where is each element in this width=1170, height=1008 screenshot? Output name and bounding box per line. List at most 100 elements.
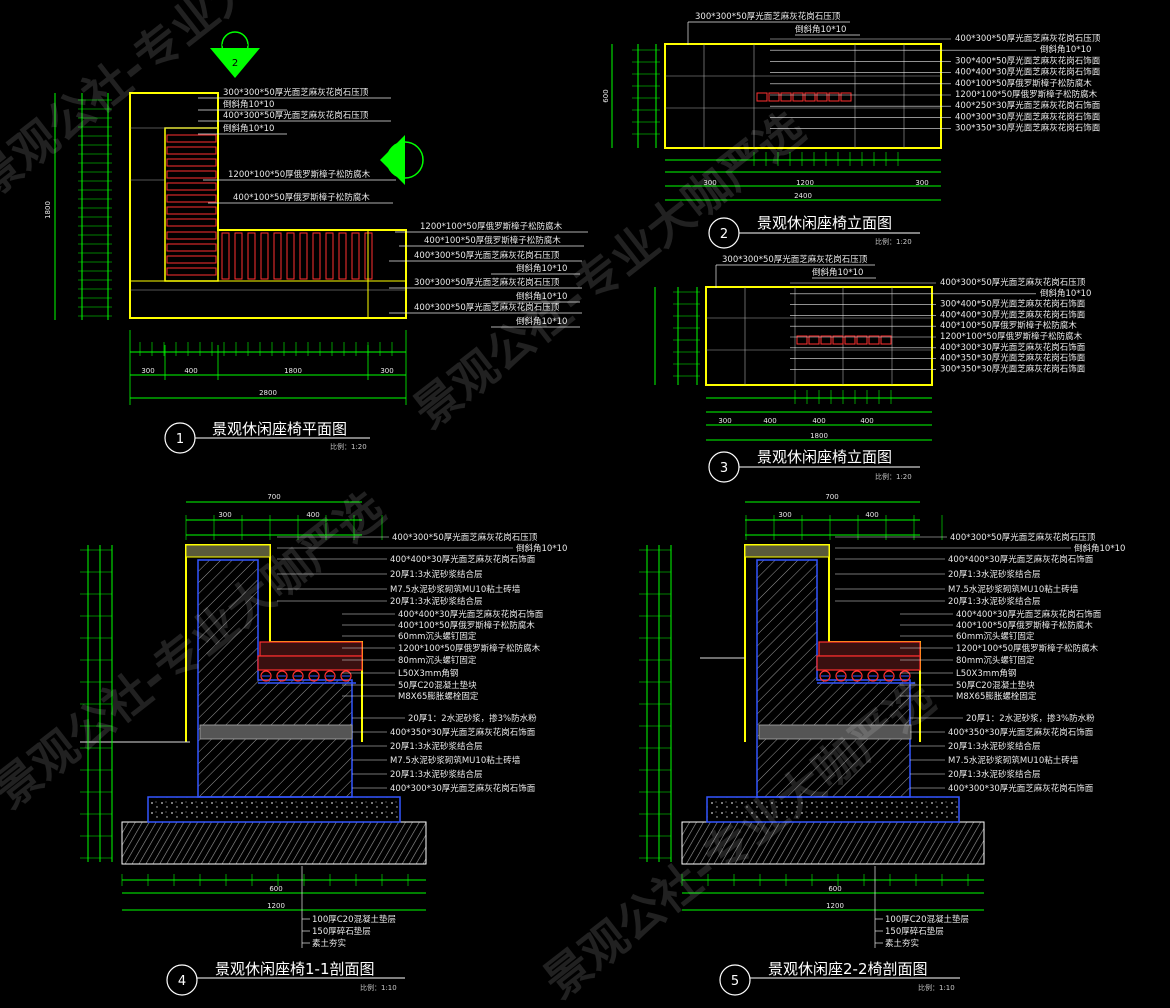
annotation-label: 400*300*30厚光面芝麻灰花岗石饰面 (955, 111, 1101, 122)
sec5-dim-bottom: 600 (828, 885, 841, 893)
drawing-4-section: 700 300 400 600 1200 400*300*50厚光面芝麻灰花岗石… (80, 493, 567, 996)
sec5-fasteners (817, 670, 915, 684)
annotation-label: 20厚1：2水泥砂浆，掺3%防水粉 (966, 713, 1095, 724)
sec5-dim-top-total: 700 (825, 493, 838, 501)
plan-seat-outline (129, 92, 407, 319)
annotation-label: L50X3mm角钢 (956, 668, 1016, 679)
drawing-5-section: 700 300 400 600 1200 400*300*50厚光面芝麻灰花岗石… (639, 493, 1125, 996)
plan-timber-slats-horizontal-leg (221, 232, 373, 280)
elev3-dimensions: 300 400 400 400 1800 (654, 287, 932, 441)
annotation-label: M7.5水泥砂浆砌筑MU10粘土砖墙 (390, 584, 521, 595)
sec5-top-dims: 700 300 400 (745, 493, 920, 536)
drawing-3-title: 景观休闲座椅立面图 (757, 448, 892, 466)
plan-inner-frame (164, 127, 219, 282)
plan-dim-b3: 1800 (284, 367, 302, 375)
plan-left-total: 1800 (44, 201, 52, 219)
annotation-label: 倒斜角10*10 (812, 267, 863, 278)
annotation-label: 100厚C20混凝土垫层 (885, 914, 969, 925)
annotation-label: 400*100*50厚俄罗斯樟子松防腐木 (424, 235, 561, 246)
sec4-dim-top-1: 300 (218, 511, 231, 519)
sec5-ticks (639, 515, 969, 886)
sec4-ticks (80, 515, 409, 886)
annotation-label: 300*300*50厚光面芝麻灰花岗石压顶 (695, 11, 841, 22)
drawing-1-scale: 比例：1:20 (330, 442, 367, 451)
plan-timber-slats-vertical-leg (166, 134, 217, 276)
annotation-label: 300*300*50厚光面芝麻灰花岗石压顶 (722, 254, 868, 265)
annotation-label: 400*350*30厚光面芝麻灰花岗石饰面 (390, 727, 536, 738)
annotation-label: 150厚碎石垫层 (312, 926, 371, 937)
sec5-dim-bottom-total: 1200 (826, 902, 844, 910)
elev2-timber-row (756, 92, 852, 102)
annotation-label: 400*300*50厚光面芝麻灰花岗石压顶 (392, 532, 538, 543)
drawing-1-title-block: 1 景观休闲座椅平面图 比例：1:20 (164, 420, 370, 454)
annotation-label: 300*350*30厚光面芝麻灰花岗石饰面 (940, 363, 1086, 374)
drawing-4-title: 景观休闲座椅1-1剖面图 (215, 960, 375, 978)
plan-left-ticks (78, 99, 112, 317)
annotation-label: M8X65膨胀螺栓固定 (398, 691, 479, 702)
drawing-4-title-block: 4 景观休闲座椅1-1剖面图 比例：1:10 (166, 960, 405, 996)
annotation-label: 400*300*50厚光面芝麻灰花岗石压顶 (223, 110, 369, 121)
drawing-5-title-block: 5 景观休闲座2-2椅剖面图 比例：1:10 (719, 960, 960, 996)
annotation-label: 400*100*50厚俄罗斯樟子松防腐木 (940, 320, 1077, 331)
annotation-label: 倒斜角10*10 (516, 291, 567, 302)
annotation-label: 1200*100*50厚俄罗斯樟子松防腐木 (398, 643, 541, 654)
annotation-label: 20厚1：2水泥砂浆，掺3%防水粉 (408, 713, 537, 724)
elev2-dim-left: 600 (602, 89, 610, 102)
annotation-label: 1200*100*50厚俄罗斯樟子松防腐木 (228, 169, 371, 180)
annotation-label: 倒斜角10*10 (795, 24, 846, 35)
annotation-label: 400*300*50厚光面芝麻灰花岗石压顶 (955, 33, 1101, 44)
sec5-bottom-dims: 600 1200 (682, 879, 984, 911)
sec5-left-dims (646, 545, 672, 862)
drawing-4-number: 4 (178, 974, 186, 989)
sec4-top-dims: 700 300 400 (186, 493, 362, 536)
annotation-label: 20厚1:3水泥砂浆结合层 (948, 569, 1041, 580)
annotation-label: 400*400*30厚光面芝麻灰花岗石饰面 (390, 554, 536, 565)
sec4-dim-top-2: 400 (306, 511, 319, 519)
elev3-outline (705, 286, 933, 386)
sec5-dim-top-2: 400 (865, 511, 878, 519)
elev3-annotations: 300*300*50厚光面芝麻灰花岗石压顶倒斜角10*10400*300*50厚… (715, 254, 1091, 374)
annotation-label: 400*300*50厚光面芝麻灰花岗石压顶 (414, 302, 560, 313)
elev2-dimensions: 600 300 1200 300 2400 (602, 44, 941, 201)
annotation-label: 300*300*50厚光面芝麻灰花岗石压顶 (223, 87, 369, 98)
sec4-soil (121, 821, 427, 865)
annotation-label: 倒斜角10*10 (223, 123, 274, 134)
annotation-label: 300*300*50厚光面芝麻灰花岗石压顶 (414, 277, 560, 288)
annotation-label: 400*350*30厚光面芝麻灰花岗石饰面 (948, 727, 1094, 738)
annotation-label: 素土夯实 (885, 938, 919, 949)
annotation-label: 300*400*50厚光面芝麻灰花岗石饰面 (955, 55, 1101, 66)
sec4-dim-top-total: 700 (267, 493, 280, 501)
plan-dim-b1: 300 (141, 367, 154, 375)
annotation-label: 400*300*30厚光面芝麻灰花岗石饰面 (390, 783, 536, 794)
drawing-2-number: 2 (720, 227, 728, 242)
sec4-dim-bottom: 600 (269, 885, 282, 893)
annotation-label: 20厚1:3水泥砂浆结合层 (948, 596, 1041, 607)
plan-annotations: 300*300*50厚光面芝麻灰花岗石压顶倒斜角10*10400*300*50厚… (198, 87, 588, 328)
sec4-fasteners (258, 670, 356, 684)
annotation-label: 1200*100*50厚俄罗斯樟子松防腐木 (956, 643, 1099, 654)
elev3-dim-b1: 300 (718, 417, 731, 425)
drawing-3-number: 3 (720, 461, 728, 476)
sec4-annotations: 400*300*50厚光面芝麻灰花岗石压顶倒斜角10*10400*400*30厚… (277, 532, 567, 794)
annotation-label: 300*350*30厚光面芝麻灰花岗石饰面 (955, 123, 1101, 134)
elev2-dim-b2: 1200 (796, 179, 814, 187)
drawing-1-plan: 2 1800 (44, 31, 588, 454)
annotation-label: 20厚1:3水泥砂浆结合层 (390, 769, 483, 780)
elev2-dim-total: 2400 (794, 192, 812, 200)
annotation-label: 400*100*50厚俄罗斯樟子松防腐木 (233, 192, 370, 203)
elev3-dim-total: 1800 (810, 432, 828, 440)
annotation-label: M7.5水泥砂浆砌筑MU10粘土砖墙 (948, 584, 1079, 595)
annotation-label: 20厚1:3水泥砂浆结合层 (390, 569, 483, 580)
plan-left-dimensions: 1800 (44, 93, 109, 320)
drawing-5-scale: 比例：1:10 (918, 983, 955, 992)
section-marker-1 (380, 135, 424, 185)
elev2-dim-b3: 300 (915, 179, 928, 187)
annotation-label: 400*400*30厚光面芝麻灰花岗石饰面 (956, 609, 1102, 620)
annotation-label: 400*400*30厚光面芝麻灰花岗石饰面 (940, 309, 1086, 320)
annotation-label: 400*350*30厚光面芝麻灰花岗石饰面 (940, 353, 1086, 364)
drawing-2-title: 景观休闲座椅立面图 (757, 214, 892, 232)
drawing-3-elevation: 300 400 400 400 1800 300*300*50厚光面芝麻灰花岗石… (654, 254, 1091, 483)
annotation-label: 400*400*30厚光面芝麻灰花岗石饰面 (398, 609, 544, 620)
